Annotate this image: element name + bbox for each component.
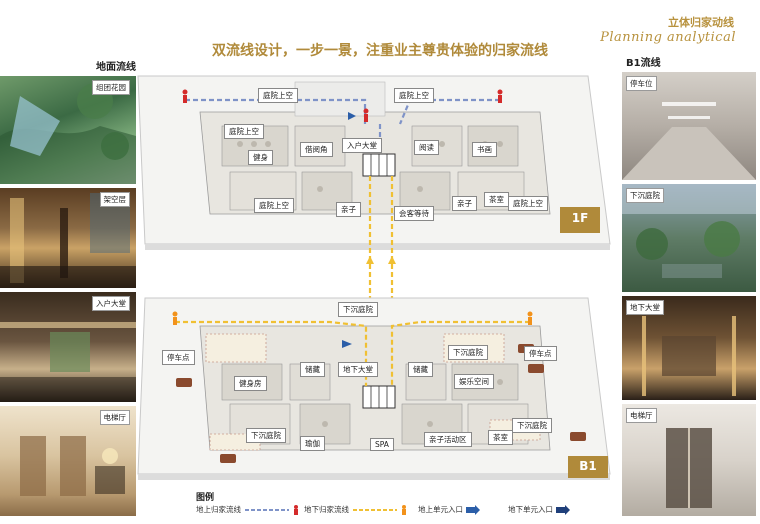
room-label: 庭院上空 bbox=[254, 198, 294, 213]
basement-entry-arrow bbox=[342, 340, 352, 348]
room-label: 亲子 bbox=[336, 202, 361, 217]
ground-entry-arrow bbox=[348, 112, 356, 120]
room-label: 下沉庭院 bbox=[338, 302, 378, 317]
room-label: 阅读 bbox=[414, 140, 439, 155]
room-label: 健身房 bbox=[234, 376, 267, 391]
photo-tag: 电梯厅 bbox=[99, 410, 130, 425]
arrow-right-icon bbox=[556, 505, 571, 515]
room-label: 储藏 bbox=[300, 362, 325, 377]
photo-tag: 下沉庭院 bbox=[626, 188, 664, 203]
orange-person-icons bbox=[172, 311, 533, 325]
room-label: 亲子 bbox=[452, 196, 477, 211]
room-label: 庭院上空 bbox=[224, 124, 264, 139]
level-badge-b1 bbox=[568, 456, 608, 478]
plan-1f bbox=[137, 75, 611, 250]
room-label: 下沉庭院 bbox=[512, 418, 552, 433]
legend-ground-entry: 地上单元入口 bbox=[418, 504, 481, 515]
room-label: 书画 bbox=[472, 142, 497, 157]
room-label: 茶室 bbox=[488, 430, 513, 445]
garden-image bbox=[0, 83, 136, 184]
legend-ground-flow: 地上归家流线 bbox=[196, 504, 303, 515]
room-label: 庭院上空 bbox=[258, 88, 298, 103]
room-label: 储藏 bbox=[408, 362, 433, 377]
dashed-line-yellow-icon bbox=[353, 505, 407, 515]
page-title: 双流线设计，一步一景，注重业主尊贵体验的归家流线 bbox=[212, 43, 548, 59]
legend-basement-entry: 地下单元入口 bbox=[508, 504, 571, 515]
photo-tag: 入户大堂 bbox=[92, 296, 130, 311]
photo-tag: 组团花园 bbox=[92, 80, 130, 95]
room-label: 会客等待 bbox=[394, 206, 434, 221]
photo-elevator-hall-ground: 电梯厅 bbox=[0, 406, 136, 516]
section-subtitle: Planning analytical bbox=[600, 30, 736, 45]
room-label: 健身 bbox=[248, 150, 273, 165]
left-heading: 地面流线 bbox=[96, 62, 136, 73]
room-label: 娱乐空间 bbox=[454, 374, 494, 389]
legend: 图例 地上归家流线 地下归家流线 地上单元入口 地下单元入口 bbox=[196, 490, 616, 520]
legend-title: 图例 bbox=[196, 493, 215, 503]
room-label: 入户大堂 bbox=[342, 138, 382, 153]
room-label: SPA bbox=[370, 438, 394, 451]
room-label: 地下大堂 bbox=[338, 362, 378, 377]
photo-basement-lobby: 地下大堂 bbox=[622, 296, 756, 400]
room-label: 庭院上空 bbox=[394, 88, 434, 103]
room-label: 瑜伽 bbox=[300, 436, 325, 451]
right-heading: B1流线 bbox=[626, 58, 661, 69]
room-label: 停车点 bbox=[162, 350, 195, 365]
room-label: 下沉庭院 bbox=[246, 428, 286, 443]
room-label: 茶室 bbox=[484, 192, 509, 207]
room-label: 亲子活动区 bbox=[424, 432, 472, 447]
level-label-b1: B1 bbox=[579, 459, 597, 473]
photo-sunken-courtyard: 下沉庭院 bbox=[622, 184, 756, 292]
room-label: 下沉庭院 bbox=[448, 345, 488, 360]
photo-tag: 地下大堂 bbox=[626, 300, 664, 315]
photo-overhead-floor: 架空层 bbox=[0, 188, 136, 288]
arrow-right-icon bbox=[466, 505, 481, 515]
room-label: 庭院上空 bbox=[508, 196, 548, 211]
photo-lobby: 入户大堂 bbox=[0, 292, 136, 402]
level-label-1f: 1F bbox=[571, 211, 589, 225]
photo-parking: 停车位 bbox=[622, 72, 756, 180]
room-label: 停车点 bbox=[524, 346, 557, 361]
red-person-icons bbox=[182, 89, 503, 122]
dashed-line-blue-icon bbox=[245, 505, 299, 515]
basement-flow-path bbox=[175, 320, 530, 386]
plan-b1 bbox=[137, 297, 611, 480]
section-title: 立体归家动线 bbox=[668, 16, 734, 29]
photo-elevator-hall-b1: 电梯厅 bbox=[622, 404, 756, 516]
photo-tag: 停车位 bbox=[626, 76, 657, 91]
photo-tag: 电梯厅 bbox=[626, 408, 657, 423]
photo-garden: 组团花园 bbox=[0, 76, 136, 184]
vertical-flow-lines bbox=[368, 176, 394, 384]
level-badge-1f bbox=[560, 207, 600, 233]
legend-basement-flow: 地下归家流线 bbox=[304, 504, 411, 515]
photo-tag: 架空层 bbox=[99, 192, 130, 207]
room-label: 借阅角 bbox=[300, 142, 333, 157]
